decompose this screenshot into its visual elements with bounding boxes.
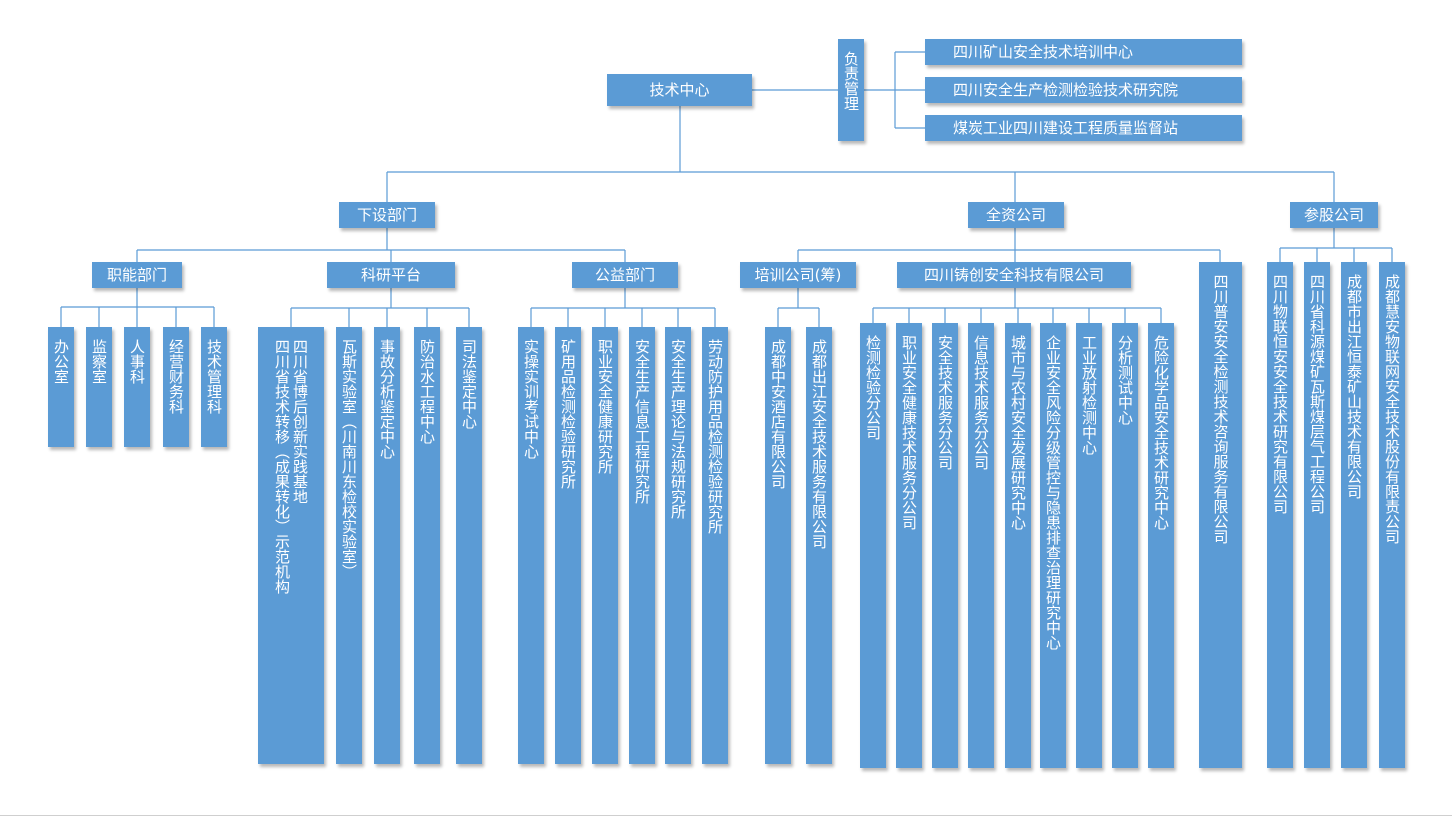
direct-company: 四川普安安全检测技术咨询服务有限公司 <box>1199 262 1242 768</box>
zhuchuang-unit-label: 职业安全健康技术服务分公司 <box>900 335 918 530</box>
training-unit: 成都出江安全技术服务有限公司 <box>806 327 832 764</box>
functional-unit-label: 经营财务科 <box>167 339 185 414</box>
research-unit-label: 防治水工程中心 <box>418 339 436 444</box>
functional-unit-label: 监察室 <box>90 339 108 384</box>
public-unit-label: 职业安全健康研究所 <box>596 339 614 474</box>
zhuchuang-unit: 分析测试中心 <box>1112 323 1138 768</box>
zhuchuang-unit-label: 工业放射检测中心 <box>1080 335 1098 455</box>
bottom-divider <box>0 815 1452 816</box>
zhuchuang-unit: 企业安全风险分级管控与隐患排查治理研究中心 <box>1040 323 1066 768</box>
subgroup-functional: 职能部门 <box>92 262 182 288</box>
functional-unit: 监察室 <box>86 327 112 447</box>
public-unit-label: 实操实训考试中心 <box>522 339 540 459</box>
zhuchuang-unit: 安全技术服务分公司 <box>932 323 958 768</box>
zhuchuang-unit-label: 危险化学品安全技术研究中心 <box>1152 335 1170 530</box>
research-unit: 事故分析鉴定中心 <box>374 327 400 764</box>
managed-unit: 煤炭工业四川建设工程质量监督站 <box>925 115 1242 141</box>
functional-unit-label: 人事科 <box>128 339 146 384</box>
managed-unit: 四川安全生产检测检验技术研究院 <box>925 77 1242 103</box>
shareholding-company: 四川省科源煤矿瓦斯煤层气工程公司 <box>1304 262 1330 768</box>
zhuchuang-unit: 危险化学品安全技术研究中心 <box>1148 323 1174 768</box>
shareholding-company-label: 四川物联恒安安全技术研究有限公司 <box>1271 274 1289 514</box>
shareholding-company-label: 成都市出江恒泰矿山技术有限公司 <box>1345 274 1363 499</box>
zhuchuang-unit-label: 信息技术服务分公司 <box>972 335 990 470</box>
shareholding-company: 成都慧安物联网安全技术股份有限责公司 <box>1379 262 1405 768</box>
subgroup-zhuchuang: 四川铸创安全科技有限公司 <box>897 262 1131 288</box>
managed-unit: 四川矿山安全技术培训中心 <box>925 39 1242 65</box>
shareholding-company: 成都市出江恒泰矿山技术有限公司 <box>1341 262 1367 768</box>
public-unit: 矿用品检测检验研究所 <box>555 327 581 764</box>
subgroup-research: 科研平台 <box>327 262 455 288</box>
shareholding-company: 四川物联恒安安全技术研究有限公司 <box>1267 262 1293 768</box>
research-unit-label: 事故分析鉴定中心 <box>378 339 396 459</box>
research-unit-label: 司法鉴定中心 <box>460 339 478 429</box>
zhuchuang-unit: 城市与农村安全发展研究中心 <box>1005 323 1031 768</box>
group-node-shareholding: 参股公司 <box>1290 202 1378 228</box>
zhuchuang-unit-label: 分析测试中心 <box>1116 335 1134 425</box>
group-node-wholly-owned: 全资公司 <box>968 202 1064 228</box>
functional-unit-label: 办公室 <box>52 339 70 384</box>
research-unit-label: 四川省博后创新实践基地 <box>291 339 309 504</box>
zhuchuang-unit: 工业放射检测中心 <box>1076 323 1102 768</box>
research-unit: 司法鉴定中心 <box>456 327 482 764</box>
public-unit-label: 矿用品检测检验研究所 <box>559 339 577 489</box>
training-unit: 成都中安酒店有限公司 <box>765 327 791 764</box>
research-unit: 防治水工程中心 <box>414 327 440 764</box>
zhuchuang-unit: 信息技术服务分公司 <box>968 323 994 768</box>
shareholding-company-label: 成都慧安物联网安全技术股份有限责公司 <box>1383 274 1401 544</box>
subgroup-training: 培训公司(筹) <box>740 262 856 288</box>
managed-label-node-label: 负责管理 <box>842 51 860 111</box>
group-node-subordinate: 下设部门 <box>339 202 435 228</box>
public-unit: 安全生产理论与法规研究所 <box>665 327 691 764</box>
zhuchuang-unit-label: 企业安全风险分级管控与隐患排查治理研究中心 <box>1044 335 1062 650</box>
research-unit: 四川省博后创新实践基地四川省技术转移（成果转化）示范机构 <box>258 327 324 764</box>
direct-company-label: 四川普安安全检测技术咨询服务有限公司 <box>1211 274 1230 544</box>
training-unit-label: 成都出江安全技术服务有限公司 <box>810 339 828 549</box>
research-unit: 瓦斯实验室（川南川东检校实验室） <box>336 327 362 764</box>
zhuchuang-unit-label: 城市与农村安全发展研究中心 <box>1009 335 1027 530</box>
shareholding-company-label: 四川省科源煤矿瓦斯煤层气工程公司 <box>1308 274 1326 514</box>
public-unit: 职业安全健康研究所 <box>592 327 618 764</box>
functional-unit: 办公室 <box>48 327 74 447</box>
public-unit: 劳动防护用品检测检验研究所 <box>702 327 728 764</box>
zhuchuang-unit: 职业安全健康技术服务分公司 <box>896 323 922 768</box>
research-unit-label: 四川省技术转移（成果转化）示范机构 <box>273 339 291 594</box>
functional-unit: 人事科 <box>124 327 150 447</box>
zhuchuang-unit-label: 安全技术服务分公司 <box>936 335 954 470</box>
training-unit-label: 成都中安酒店有限公司 <box>769 339 787 489</box>
zhuchuang-unit: 检测检验分公司 <box>860 323 886 768</box>
public-unit-label: 安全生产信息工程研究所 <box>633 339 651 504</box>
research-unit-label: 瓦斯实验室（川南川东检校实验室） <box>340 339 358 579</box>
subgroup-public: 公益部门 <box>572 262 678 288</box>
center-node: 技术中心 <box>607 74 752 106</box>
managed-label-node: 负责管理 <box>838 39 864 141</box>
functional-unit: 技术管理科 <box>201 327 227 447</box>
public-unit-label: 劳动防护用品检测检验研究所 <box>706 339 724 534</box>
public-unit: 安全生产信息工程研究所 <box>629 327 655 764</box>
zhuchuang-unit-label: 检测检验分公司 <box>864 335 882 440</box>
public-unit-label: 安全生产理论与法规研究所 <box>669 339 687 519</box>
functional-unit-label: 技术管理科 <box>205 339 223 414</box>
public-unit: 实操实训考试中心 <box>518 327 544 764</box>
functional-unit: 经营财务科 <box>163 327 189 447</box>
